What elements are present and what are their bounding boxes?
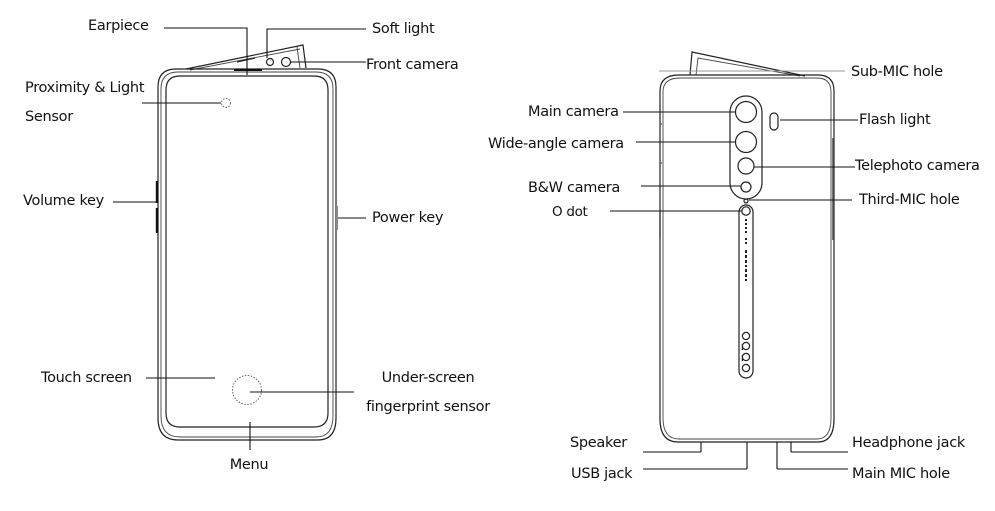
label-menu: Menu xyxy=(229,457,269,473)
rear-popup-module xyxy=(659,51,845,77)
front-phone-body xyxy=(157,68,337,441)
label-third-mic-hole: Third-MIC hole xyxy=(859,192,960,208)
label-wide-angle-camera: Wide-angle camera xyxy=(488,136,624,152)
third-mic-hole-icon xyxy=(743,198,749,204)
label-soft-light: Soft light xyxy=(372,21,435,37)
label-main-camera: Main camera xyxy=(528,104,619,120)
label-bw-camera: B&W camera xyxy=(528,180,620,196)
fingerprint-sensor-icon xyxy=(232,375,262,405)
popup-camera-module xyxy=(185,44,307,71)
label-usb-jack: USB jack xyxy=(571,466,633,482)
label-volume-key: Volume key xyxy=(23,193,104,209)
label-fingerprint-line2: fingerprint sensor xyxy=(366,399,490,415)
flash-light-icon xyxy=(769,112,779,131)
front-camera-icon xyxy=(280,56,292,68)
wide-angle-camera-icon xyxy=(734,130,758,154)
back-leader-lines xyxy=(610,111,858,470)
o-dot-icon xyxy=(741,206,751,216)
bw-camera-icon xyxy=(740,181,752,193)
label-fingerprint-line1: Under-screen xyxy=(381,370,475,386)
label-front-camera: Front camera xyxy=(366,57,459,73)
back-phone-body xyxy=(659,74,835,443)
label-sub-mic-hole: Sub-MIC hole xyxy=(851,64,943,80)
proximity-sensor-icon xyxy=(221,98,231,108)
label-speaker: Speaker xyxy=(570,435,627,451)
label-main-mic-hole: Main MIC hole xyxy=(852,466,950,482)
o-dot-strip xyxy=(738,204,754,379)
label-telephoto-camera: Telephoto camera xyxy=(855,158,980,174)
soft-light-icon xyxy=(265,57,275,67)
front-leader-lines xyxy=(113,27,366,450)
label-flash-light: Flash light xyxy=(859,112,931,128)
main-camera-icon xyxy=(734,100,758,124)
front-phone xyxy=(155,44,338,441)
label-power-key: Power key xyxy=(372,210,444,226)
label-proximity-sensor-line1: Proximity & Light xyxy=(25,80,145,96)
label-headphone-jack: Headphone jack xyxy=(852,435,965,451)
strip-engraving xyxy=(745,219,747,281)
label-touch-screen: Touch screen xyxy=(41,370,132,386)
label-earpiece: Earpiece xyxy=(88,18,149,34)
oppo-logo xyxy=(741,331,751,373)
label-o-dot: O dot xyxy=(552,204,588,220)
label-proximity-sensor-line2: Sensor xyxy=(25,109,73,125)
back-phone xyxy=(659,51,845,469)
touch-screen-area xyxy=(165,75,329,428)
telephoto-camera-icon xyxy=(737,157,755,175)
